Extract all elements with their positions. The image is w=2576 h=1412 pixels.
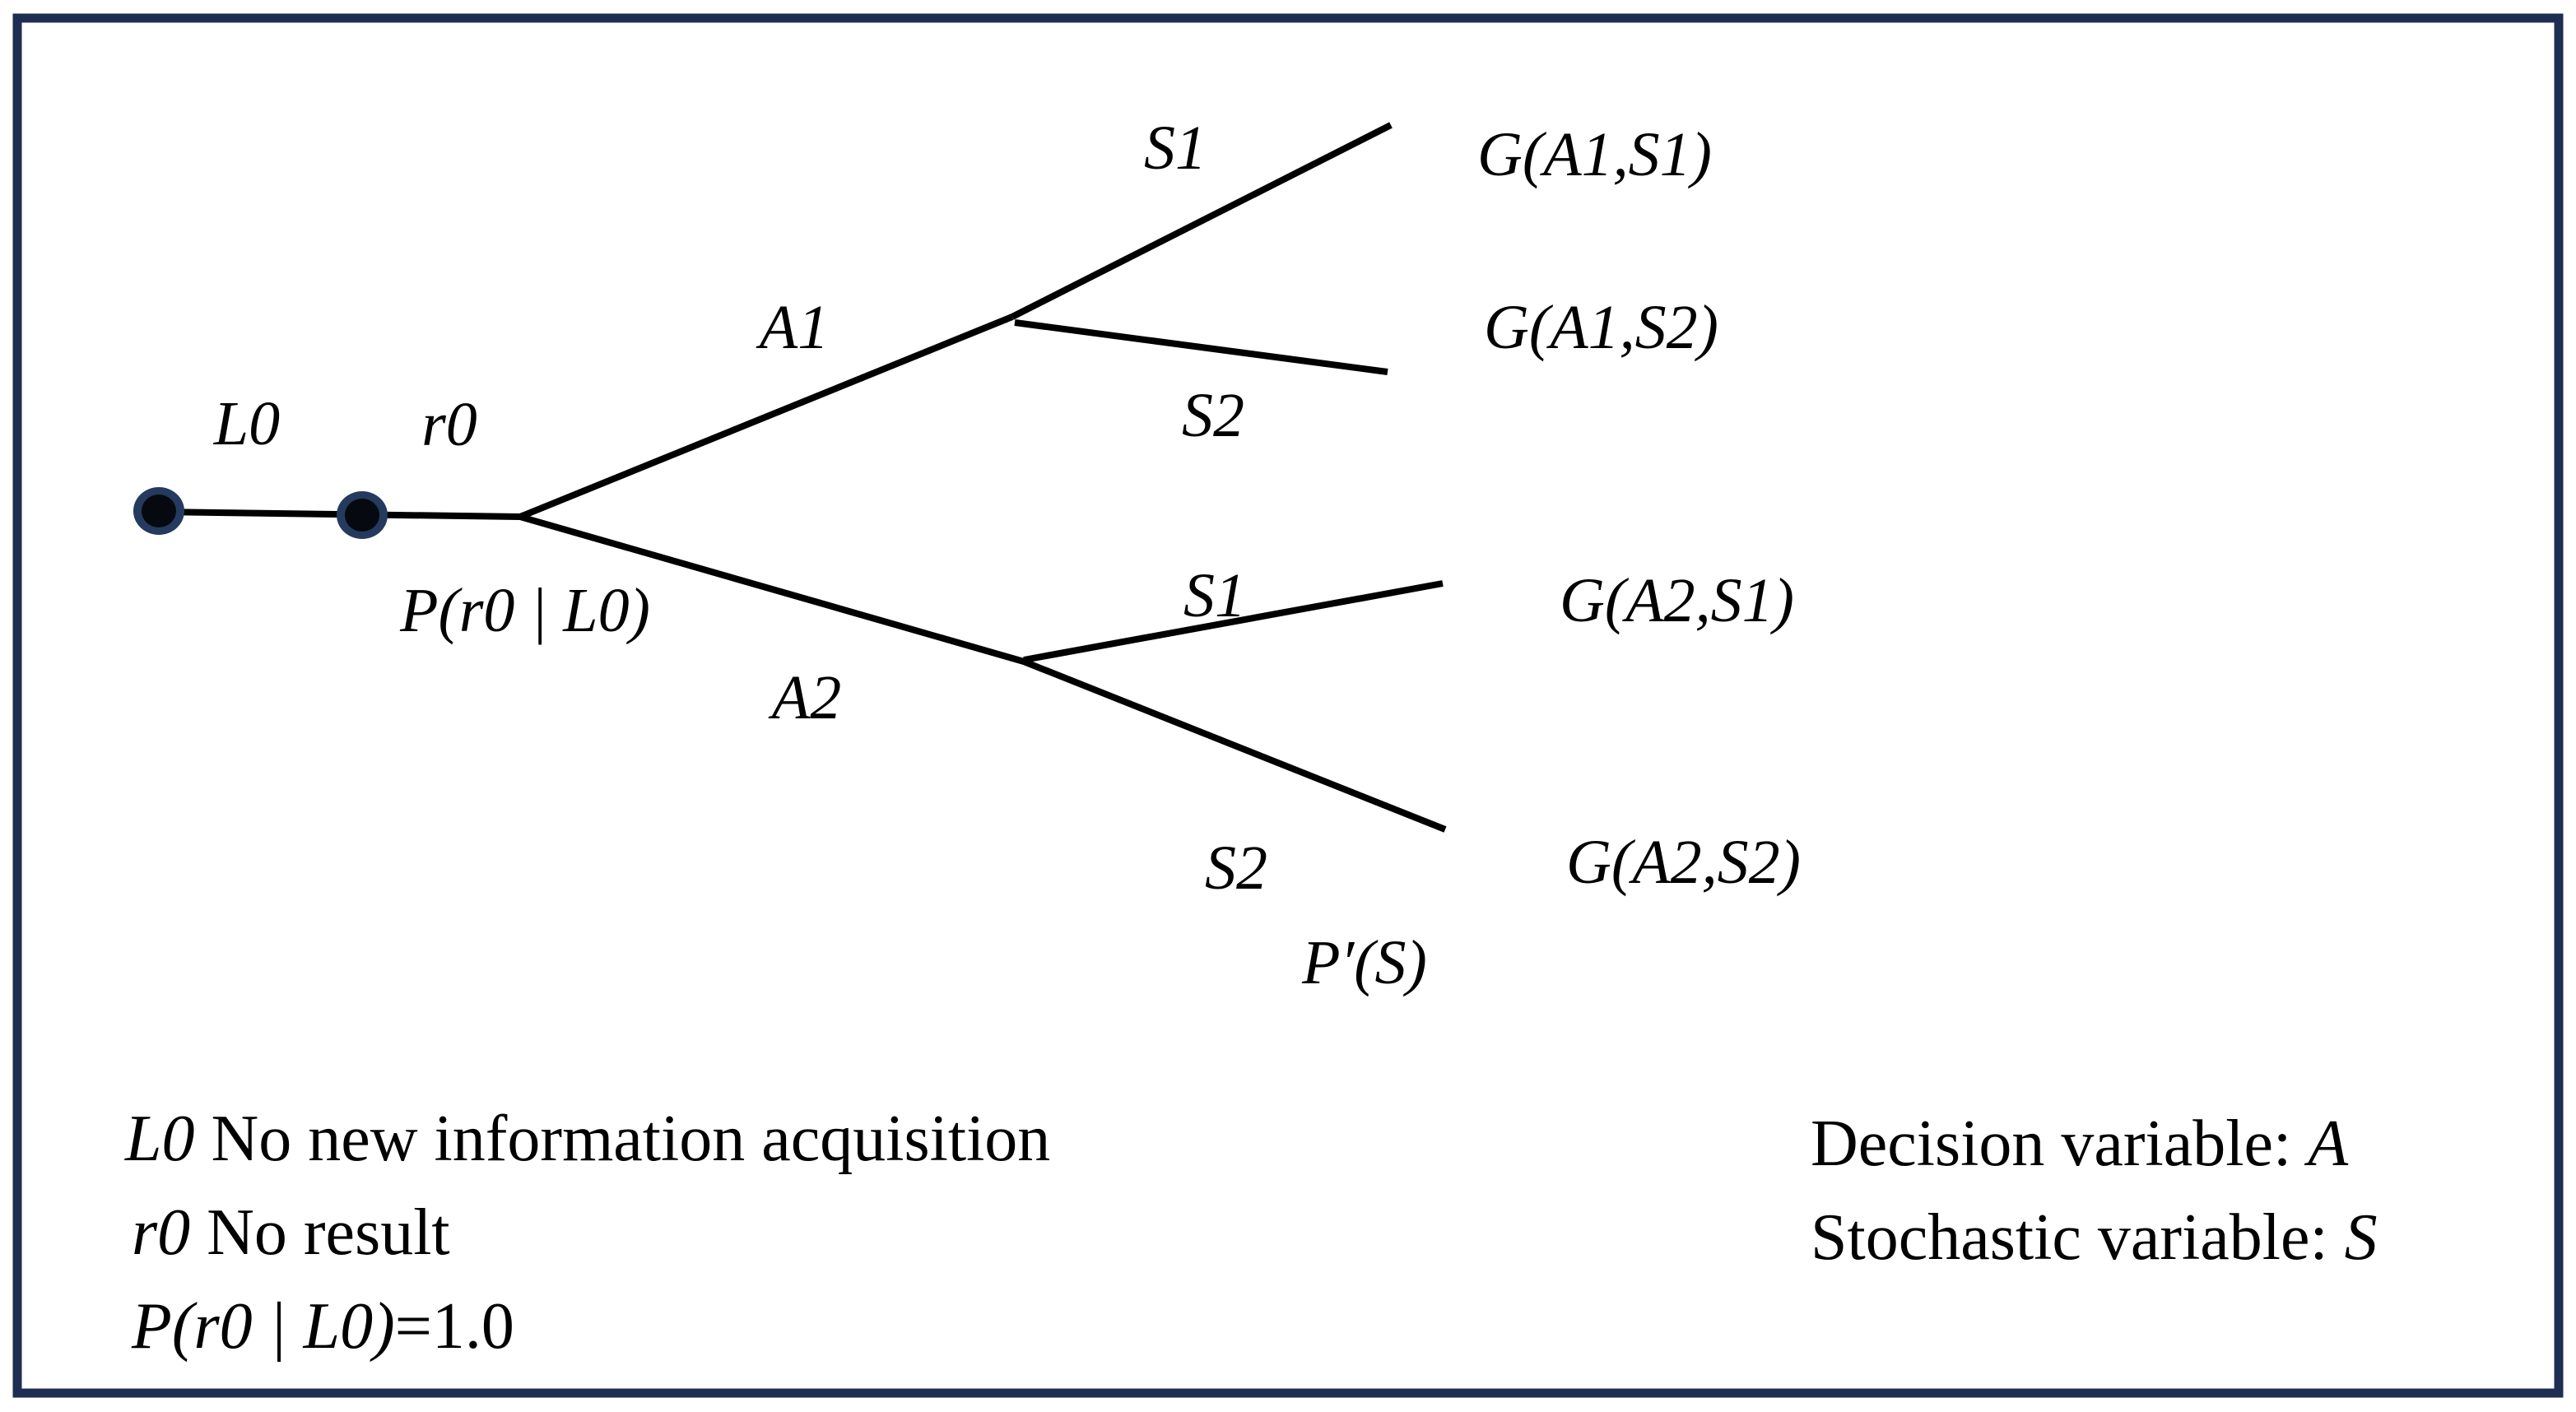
- label-L0: L0: [213, 389, 280, 458]
- edge-A1-S2: [1014, 319, 1388, 375]
- tree-label-group: L0 r0 P(r0 | L0) A1 A2 S1 S2 S1 S2 P′(S)…: [213, 114, 1801, 997]
- node-L0-core: [142, 495, 176, 527]
- outer-border: [12, 13, 2564, 1398]
- label-P-prime-S: P′(S): [1301, 928, 1427, 997]
- legend-line-probability: P(r0 | L0)=1.0: [131, 1290, 514, 1363]
- label-S1-upper: S1: [1144, 114, 1207, 183]
- legend-line-r0: r0 No result: [132, 1196, 450, 1269]
- label-A1: A1: [756, 293, 829, 362]
- legend-r0-term: r0: [132, 1196, 190, 1269]
- label-G-A1-S2: G(A1,S2): [1484, 293, 1718, 362]
- label-S2-upper: S2: [1182, 381, 1244, 450]
- decision-variable-caption: Decision variable:: [1811, 1108, 2308, 1180]
- edge-A2-S2: [1022, 658, 1447, 833]
- node-r0: [337, 491, 388, 539]
- legend-r0-description: No result: [190, 1196, 450, 1269]
- node-L0: [133, 487, 184, 535]
- legend-L0-description: No new information acquisition: [195, 1103, 1051, 1175]
- edge-A2-S1: [1023, 580, 1444, 663]
- edge-A2: [518, 513, 1025, 665]
- stochastic-variable-symbol: S: [2345, 1201, 2378, 1274]
- label-G-A1-S1: G(A1,S1): [1477, 120, 1712, 189]
- legend-left: L0 No new information acquisition r0 No …: [124, 1103, 1050, 1363]
- legend-probability-value: =1.0: [395, 1290, 514, 1363]
- label-S2-lower: S2: [1205, 834, 1267, 903]
- edge-A1-S1: [1011, 122, 1393, 320]
- label-A2: A2: [768, 663, 841, 732]
- legend-right: Decision variable: A Stochastic variable…: [1811, 1108, 2378, 1274]
- legend-L0-term: L0: [124, 1103, 195, 1175]
- node-r0-core: [345, 499, 379, 532]
- legend-line-decision-variable: Decision variable: A: [1811, 1108, 2349, 1180]
- label-P-r0-L0: P(r0 | L0): [399, 576, 650, 645]
- tree-edges: [158, 122, 1447, 833]
- decision-variable-symbol: A: [2304, 1108, 2349, 1180]
- label-S1-lower: S1: [1183, 561, 1246, 630]
- label-G-A2-S2: G(A2,S2): [1566, 828, 1801, 897]
- legend-probability-term: P(r0 | L0): [131, 1290, 395, 1363]
- stochastic-variable-caption: Stochastic variable:: [1811, 1201, 2345, 1274]
- legend-line-stochastic-variable: Stochastic variable: S: [1811, 1201, 2378, 1274]
- edge-A1: [518, 314, 1014, 520]
- label-G-A2-S1: G(A2,S1): [1560, 566, 1794, 635]
- tree-nodes: [133, 487, 388, 539]
- legend-line-L0: L0 No new information acquisition: [124, 1103, 1050, 1175]
- label-r0: r0: [421, 390, 477, 459]
